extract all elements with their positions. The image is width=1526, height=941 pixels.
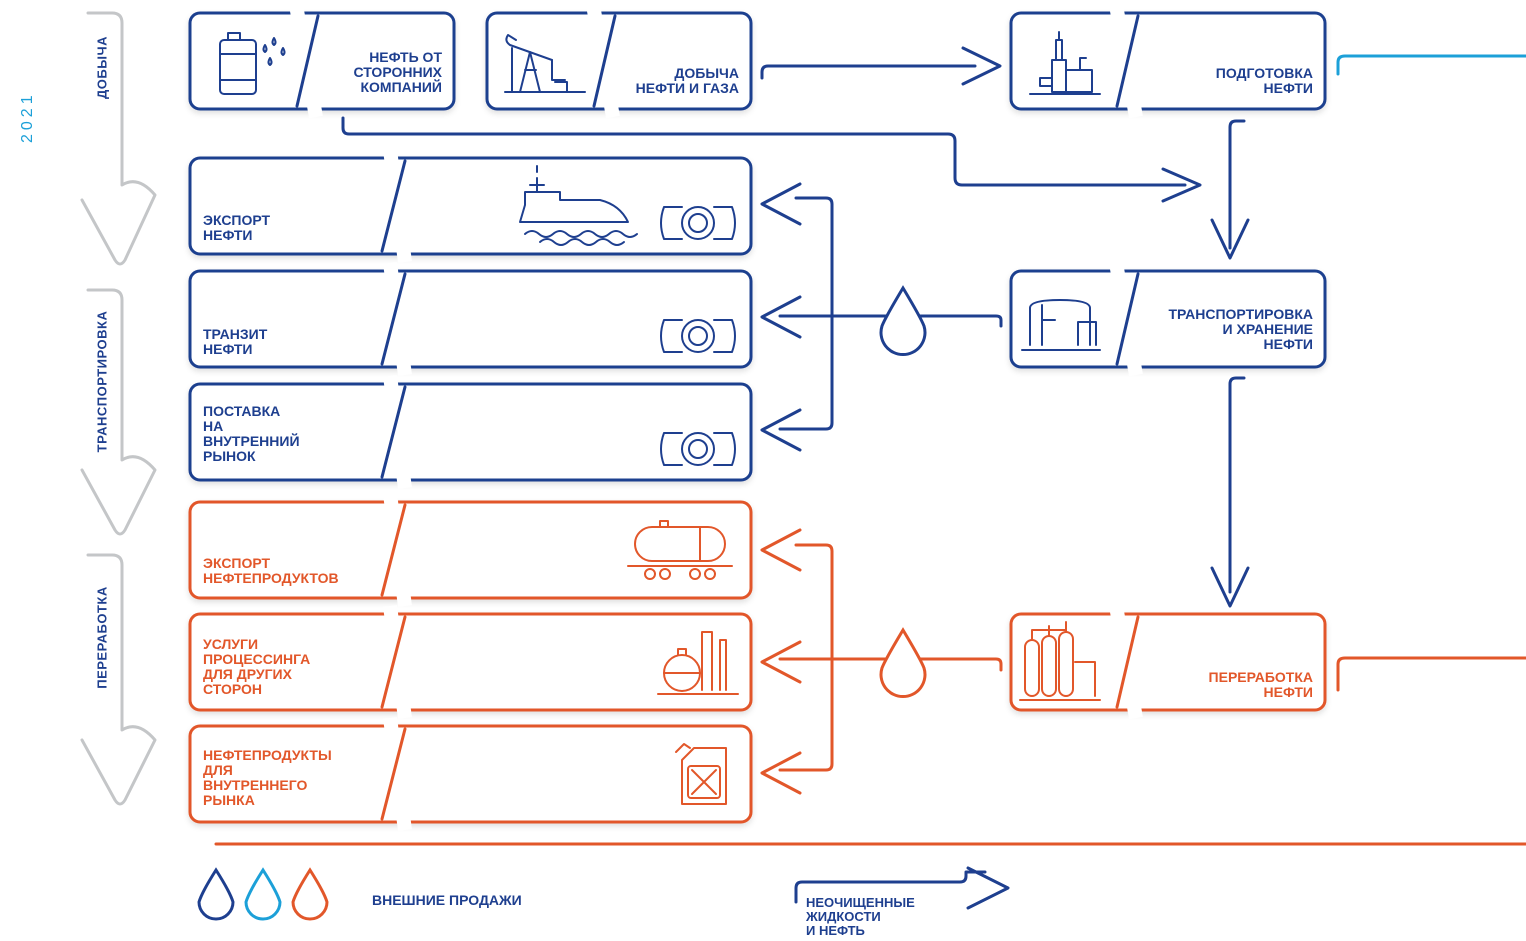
flow-refining-right: [1336, 656, 1526, 692]
pipeline-valve-icon: [660, 432, 736, 466]
box-oil-transit: [188, 269, 753, 369]
label-oil-gas-production: ДОБЫЧА НЕФТИ И ГАЗА: [635, 65, 739, 96]
legend-external-sales: ВНЕШНИЕ ПРОДАЖИ: [372, 892, 522, 908]
stage-arrow-transportation: [80, 288, 157, 536]
barrel-icon: [219, 32, 286, 95]
label-third-party-oil: НЕФТЬ ОТ СТОРОННИХ КОМПАНИЙ: [353, 49, 442, 95]
label-oil-export: ЭКСПОРТ НЕФТИ: [203, 212, 271, 243]
jerrycan-icon: [675, 743, 727, 805]
legend-drop-orange-icon: [291, 867, 329, 921]
stage-label-transportation: ТРАНСПОРТИРОВКА: [94, 310, 110, 453]
box-oil-gas-production: [485, 11, 753, 111]
label-oil-refining: ПЕРЕРАБОТКА НЕФТИ: [1208, 669, 1313, 700]
flow-transport-down: [1228, 376, 1246, 594]
rail-tank-car-icon: [627, 520, 733, 580]
stage-arrow-extraction: [80, 11, 157, 266]
pipeline-valve-icon: [660, 206, 736, 240]
flow-production-to-treatment: [760, 64, 977, 80]
stage-label-refining: ПЕРЕРАБОТКА: [94, 586, 110, 689]
label-oil-treatment: ПОДГОТОВКА НЕФТИ: [1215, 65, 1313, 96]
year-label: 2021: [19, 91, 36, 143]
label-domestic-products: НЕФТЕПРОДУКТЫ ДЛЯ ВНУТРЕННЕГО РЫНКА: [203, 747, 332, 808]
box-oil-refining: [1009, 612, 1327, 712]
stage-label-extraction: ДОБЫЧА: [94, 36, 110, 99]
refinery-tower-icon: [1029, 31, 1101, 95]
storage-tank-icon: [1021, 299, 1101, 351]
pumpjack-icon: [504, 34, 586, 93]
processing-plant-icon: [657, 631, 739, 695]
pipeline-valve-icon: [660, 319, 736, 353]
box-oil-export: [188, 156, 753, 256]
legend-drop-blue-icon: [197, 867, 235, 921]
legend-crude-liquids: НЕОЧИЩЕННЫЕ ЖИДКОСТИ И НЕФТЬ: [806, 895, 915, 938]
box-oil-treatment: [1009, 11, 1327, 111]
label-product-export: ЭКСПОРТ НЕФТЕПРОДУКТОВ: [203, 555, 339, 586]
refining-columns-icon: [1019, 621, 1101, 701]
label-oil-transit: ТРАНЗИТ НЕФТИ: [203, 326, 268, 357]
label-processing-services: УСЛУГИ ПРОЦЕССИНГА ДЛЯ ДРУГИХ СТОРОН: [203, 636, 311, 697]
legend-crude-arrow: [794, 870, 987, 904]
flow-distribution-orange: [778, 657, 1003, 672]
label-domestic-supply: ПОСТАВКА НА ВНУТРЕННИЙ РЫНОК: [203, 403, 300, 464]
box-processing-services: [188, 612, 753, 712]
oil-drop-icon: [879, 285, 927, 357]
oil-drop-icon: [879, 627, 927, 699]
flow-treatment-down: [1228, 119, 1246, 250]
box-product-export: [188, 500, 753, 600]
flow-treatment-right: [1336, 54, 1526, 76]
legend-drop-lightblue-icon: [244, 867, 282, 921]
flow-distribution-blue: [778, 314, 1003, 328]
label-transport-storage: ТРАНСПОРТИРОВКА И ХРАНЕНИЕ НЕФТИ: [1168, 306, 1313, 352]
flow-third-party-to-transport: [341, 116, 1187, 187]
stage-arrow-refining: [80, 553, 157, 806]
tanker-ship-icon: [519, 165, 638, 246]
box-domestic-supply: [188, 382, 753, 482]
box-domestic-products: [188, 724, 753, 824]
